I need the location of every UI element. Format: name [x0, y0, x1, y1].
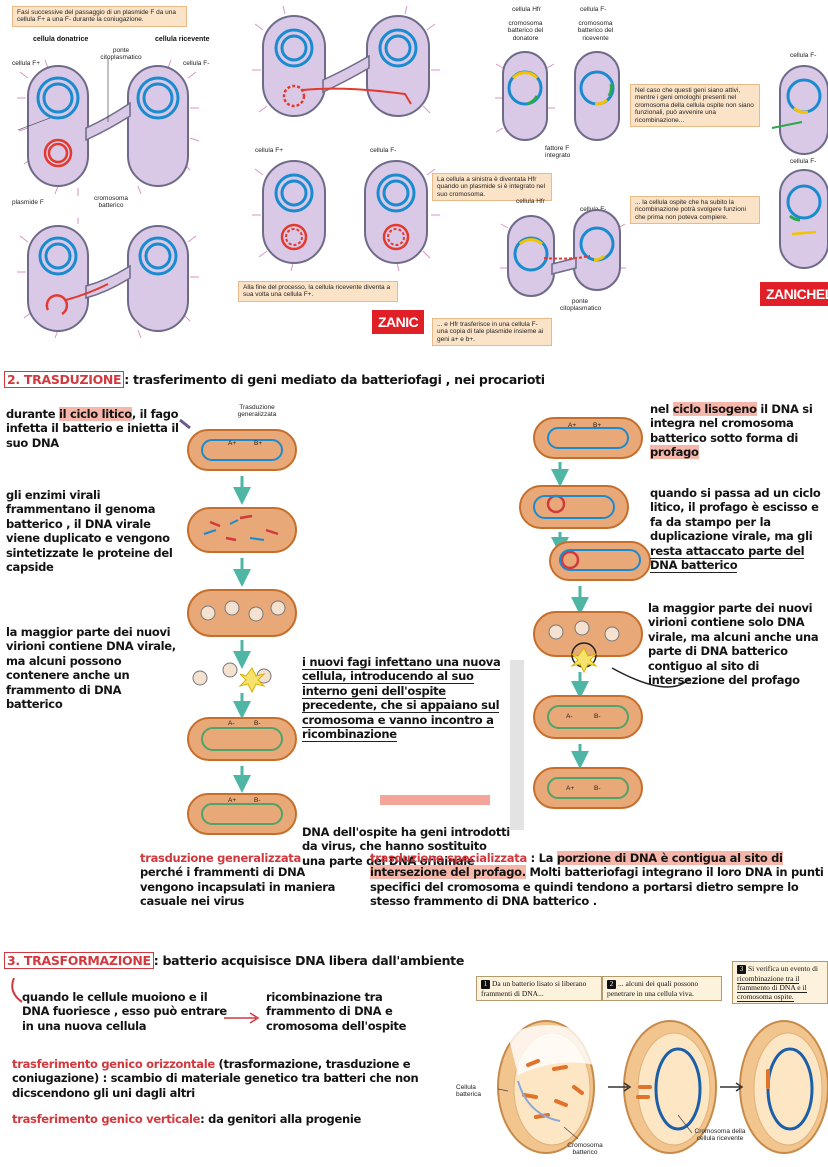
- specialized-transduction-note: trasduzione specializzata : La porzione …: [370, 851, 824, 909]
- step-2-badge: 2: [607, 980, 616, 989]
- gene-a-minus-1: A-: [228, 720, 235, 727]
- specialized-transduction-diagram: [519, 417, 691, 809]
- chromosome-label: cromosoma batterico: [94, 195, 128, 210]
- transduction-mid-note-1: i nuovi fagi infettano una nuova cellula…: [302, 655, 501, 742]
- gene-b-plus-3: B+: [593, 422, 602, 429]
- cell-fplus-label: cellula F+: [12, 60, 40, 67]
- cell-fminus-label: cellula F-: [183, 60, 210, 67]
- chromosome-label-transformation: Cromosoma batterico: [567, 1142, 603, 1157]
- generalized-transduction-title: trasduzione generalizzata: [140, 851, 301, 865]
- transformation-when-note: quando le cellule muoiono e il DNA fuori…: [22, 990, 227, 1033]
- cell-fplus-label-2: cellula F+: [255, 147, 283, 154]
- transformation-heading-text: : batterio acquisisce DNA libera dall'am…: [153, 953, 465, 968]
- zanichelli-logo-2: ZANICHELL: [760, 282, 828, 306]
- transformation-diagram: [497, 1020, 828, 1154]
- hfr-diagram-1: [495, 51, 620, 141]
- ricombinazione-highlight: [380, 795, 490, 805]
- divider-bar: [510, 660, 524, 830]
- generalized-transduction-note: trasduzione generalizzata perché i framm…: [140, 851, 340, 909]
- recombination-diagram: [771, 65, 828, 269]
- transduction-right-note-1: nel ciclo lisogeno il DNA si integra nel…: [650, 402, 813, 460]
- conjugation-diagram-1: [17, 58, 200, 196]
- transduction-heading-text: : trasferimento di geni mediato da batte…: [124, 372, 545, 387]
- transduction-right-note-2: quando si passa ad un ciclo litico, il p…: [650, 486, 821, 573]
- cell-fminus-label-6: cellula F-: [790, 158, 817, 165]
- gene-b-minus-1: B-: [254, 720, 261, 727]
- transformation-number: 3. TRASFORMAZIONE: [4, 952, 154, 969]
- gene-a-plus-1: A+: [228, 440, 237, 447]
- donor-chromosome-label: cromosoma batterico del donatore: [507, 20, 544, 42]
- cell-fminus-label-5: cellula F-: [790, 52, 817, 59]
- caption-d: ... la cellula ospite che ha subito la r…: [630, 196, 760, 225]
- zanichelli-logo-1: ZANIC: [372, 310, 425, 334]
- vertical-gene-transfer-note: trasferimento genico verticale: da genit…: [12, 1112, 362, 1126]
- transduction-left-note-2: gli enzimi virali frammentano il genoma …: [6, 488, 173, 574]
- plasmid-f-label: plasmide F: [12, 199, 44, 206]
- cell-fminus-label-2: cellula F-: [370, 147, 397, 154]
- gene-b-minus-2: B-: [254, 797, 261, 804]
- caption-a: La cellula a sinistra è diventata Hfr qu…: [432, 173, 552, 202]
- cell-label-transformation: Cellula batterica: [456, 1084, 481, 1099]
- caption-c: Nel caso che questi geni siano attivi, m…: [630, 84, 760, 128]
- generalized-transduction-fig-label: Trasduzione generalizzata: [237, 404, 277, 419]
- gene-a-plus-2: A+: [228, 797, 237, 804]
- transduction-right-note-3: la maggior parte dei nuovi virioni conti…: [648, 601, 819, 687]
- cell-hfr-label-2: cellula Hfr: [516, 198, 545, 205]
- gene-a-minus-3: A-: [566, 713, 573, 720]
- fig1-caption: Fasi successive del passaggio di un plas…: [12, 6, 187, 27]
- vertical-transfer-title: trasferimento genico verticale: [12, 1112, 201, 1126]
- gene-b-plus-1: B+: [254, 440, 263, 447]
- specialized-transduction-title: trasduzione specializzata: [370, 851, 527, 865]
- gene-b-minus-4: B-: [594, 785, 601, 792]
- conjugation-diagram-4: [252, 160, 440, 272]
- end-caption: Alla fine del processo, la cellula ricev…: [238, 281, 398, 302]
- transduction-left-note-1: durante il ciclo litico, il fago infetta…: [6, 407, 179, 450]
- transformation-heading: 3. TRASFORMAZIONE: batterio acquisisce D…: [4, 952, 465, 969]
- transduction-mid-note-2: DNA dell'ospite ha geni introdotti da vi…: [302, 825, 510, 868]
- transformation-recombination-note: ricombinazione tra frammento di DNA e cr…: [266, 990, 407, 1033]
- bridge-label: ponte citoplasmatico: [100, 47, 142, 62]
- bridge-label-2: ponte citoplasmatico: [560, 298, 602, 313]
- horizontal-gene-transfer-note: trasferimento genico orizzontale (trasfo…: [12, 1057, 419, 1100]
- cell-hfr-label: cellula Hfr: [512, 6, 541, 13]
- conjugation-diagram-3: [252, 5, 440, 117]
- recipient-chromosome-label: cromosoma batterico del ricevente: [577, 20, 614, 42]
- caption-b-hfr: ... e Hfr trasferisce in una cellula F- …: [432, 318, 552, 347]
- bracket-stroke: [11, 977, 23, 1003]
- transduction-left-note-3: la maggior parte dei nuovi virioni conti…: [6, 625, 176, 711]
- step-3-badge: 3: [737, 965, 746, 974]
- integrated-factor-label: fattore F integrato: [545, 145, 571, 160]
- transduction-number: 2. TRASDUZIONE: [4, 371, 125, 388]
- gene-a-plus-4: A+: [566, 785, 575, 792]
- horizontal-transfer-title: trasferimento genico orizzontale: [12, 1057, 215, 1071]
- conjugation-diagram-2: [17, 218, 199, 339]
- step-1-badge: 1: [481, 980, 490, 989]
- donor-label: cellula donatrice: [33, 36, 89, 43]
- gene-a-plus-3: A+: [568, 422, 577, 429]
- hfr-diagram-2: [500, 209, 626, 297]
- arrow-right-icon: [224, 1012, 260, 1024]
- transformation-step-2: 2... alcuni dei quali possono penetrare …: [602, 976, 722, 1001]
- gene-b-minus-3: B-: [594, 713, 601, 720]
- recipient-label: cellula ricevente: [155, 36, 210, 43]
- generalized-transduction-diagram: [179, 418, 297, 835]
- recipient-chromosome-label-transformation: Cromosoma della cellula ricevente: [694, 1128, 746, 1143]
- transduction-heading: 2. TRASDUZIONE: trasferimento di geni me…: [4, 371, 545, 388]
- cell-fminus-label-3: cellula F-: [580, 6, 607, 13]
